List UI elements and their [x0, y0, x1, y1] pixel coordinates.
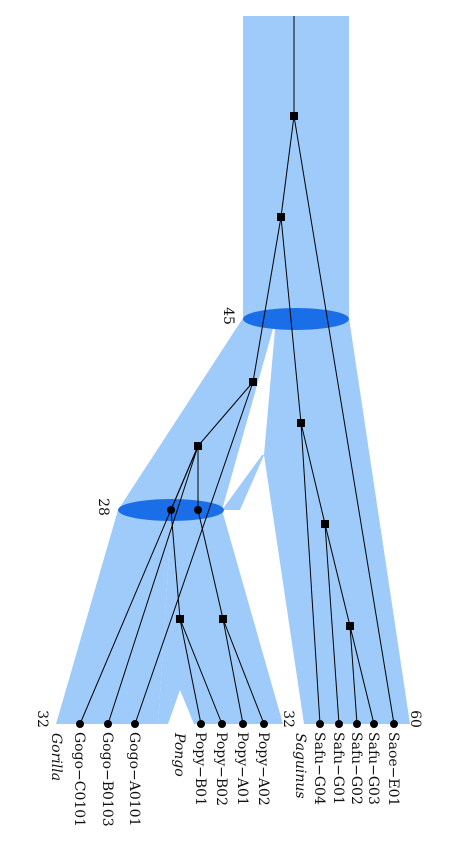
- leaf-node: [239, 720, 247, 728]
- gene-tree-edges: [79, 16, 395, 725]
- speciation-node: [167, 506, 175, 514]
- duplication-node: [297, 419, 305, 427]
- edge-d2-d4: [280, 216, 302, 424]
- edge-d3-d5: [197, 381, 254, 447]
- leaf-label: Saoe−E01: [385, 732, 401, 806]
- edge-d6-popy-b02: [179, 618, 223, 725]
- duplication-node: [290, 112, 298, 120]
- duplication-node: [176, 615, 184, 623]
- leaf-node: [197, 720, 205, 728]
- leaf-node: [353, 720, 361, 728]
- gorilla-width-label: 32: [34, 710, 50, 728]
- species-tree-bands: [56, 16, 410, 724]
- leaf-label: Popy−A01: [234, 732, 250, 806]
- edge-d2-d3: [252, 216, 282, 383]
- edge-d5-gogo-b: [107, 445, 199, 725]
- leaf-labels: Gogo−C0101 Gogo−B0103 Gogo−A0101 Popy−B01 Po…: [71, 732, 401, 827]
- leaf-label: Popy−B01: [192, 732, 208, 806]
- edge-d9-safu-g03: [349, 625, 375, 725]
- edge-s1-d6: [170, 509, 181, 620]
- species-band-great-apes: [118, 318, 276, 510]
- edge-d4-safu-g04: [300, 422, 321, 725]
- leaf-nodes: [76, 720, 398, 728]
- edge-d4-d8: [300, 422, 326, 525]
- species-band-gorilla: [56, 510, 172, 724]
- leaf-node: [218, 720, 226, 728]
- leaf-label: Safu−G03: [365, 732, 381, 805]
- leaf-node: [131, 720, 139, 728]
- speciation-time-28: 28: [95, 498, 111, 516]
- leaf-label: Popy−A02: [255, 732, 271, 806]
- taxon-label-gorilla: Gorilla: [48, 733, 64, 781]
- leaf-node: [335, 720, 343, 728]
- leaf-label: Safu−G01: [330, 732, 346, 805]
- leaf-node: [260, 720, 268, 728]
- leaf-label: Gogo−B0103: [99, 732, 115, 827]
- leaf-label: Safu−G04: [311, 732, 327, 805]
- duplication-node: [219, 615, 227, 623]
- leaf-label: Popy−B02: [213, 732, 229, 806]
- species-band-gap-fill: [222, 455, 264, 510]
- speciation-disk-45: [243, 308, 349, 330]
- edge-d1-d2: [280, 115, 295, 218]
- saguinus-root-width-label: 60: [407, 710, 423, 728]
- edge-d1-saoe: [293, 115, 395, 725]
- duplication-nodes: [176, 112, 354, 630]
- speciation-time-45: 45: [220, 307, 236, 325]
- taxon-label-pongo: Pongo: [171, 732, 187, 777]
- edge-d6-popy-b01: [179, 618, 202, 725]
- speciation-nodes: [167, 506, 202, 514]
- edge-d8-safu-g01: [324, 523, 340, 725]
- leaf-node: [76, 720, 84, 728]
- duplication-node: [321, 520, 329, 528]
- edge-d9-safu-g02: [349, 625, 358, 725]
- leaf-node: [316, 720, 324, 728]
- taxon-label-saguinus: Saguinus: [292, 733, 308, 799]
- species-band-ape-fill: [118, 400, 240, 510]
- leaf-node: [104, 720, 112, 728]
- duplication-node: [194, 442, 202, 450]
- duplication-node: [346, 622, 354, 630]
- leaf-label: Safu−G02: [348, 732, 364, 805]
- leaf-node: [370, 720, 378, 728]
- leaf-label: Gogo−A0101: [126, 732, 142, 826]
- edge-s2-d7: [197, 509, 224, 620]
- speciation-node: [194, 506, 202, 514]
- duplication-node: [277, 213, 285, 221]
- leaf-label: Gogo−C0101: [71, 732, 87, 827]
- edge-d3-gogo-a: [134, 381, 254, 725]
- duplication-node: [249, 378, 257, 386]
- edge-d7-popy-a02: [222, 618, 265, 725]
- edge-d7-popy-a01: [222, 618, 244, 725]
- edge-d8-d9: [324, 523, 351, 627]
- species-band-root: [243, 16, 349, 318]
- leaf-node: [390, 720, 398, 728]
- saguinus-width-label: 32: [280, 710, 296, 728]
- edge-d5-s1: [170, 445, 199, 511]
